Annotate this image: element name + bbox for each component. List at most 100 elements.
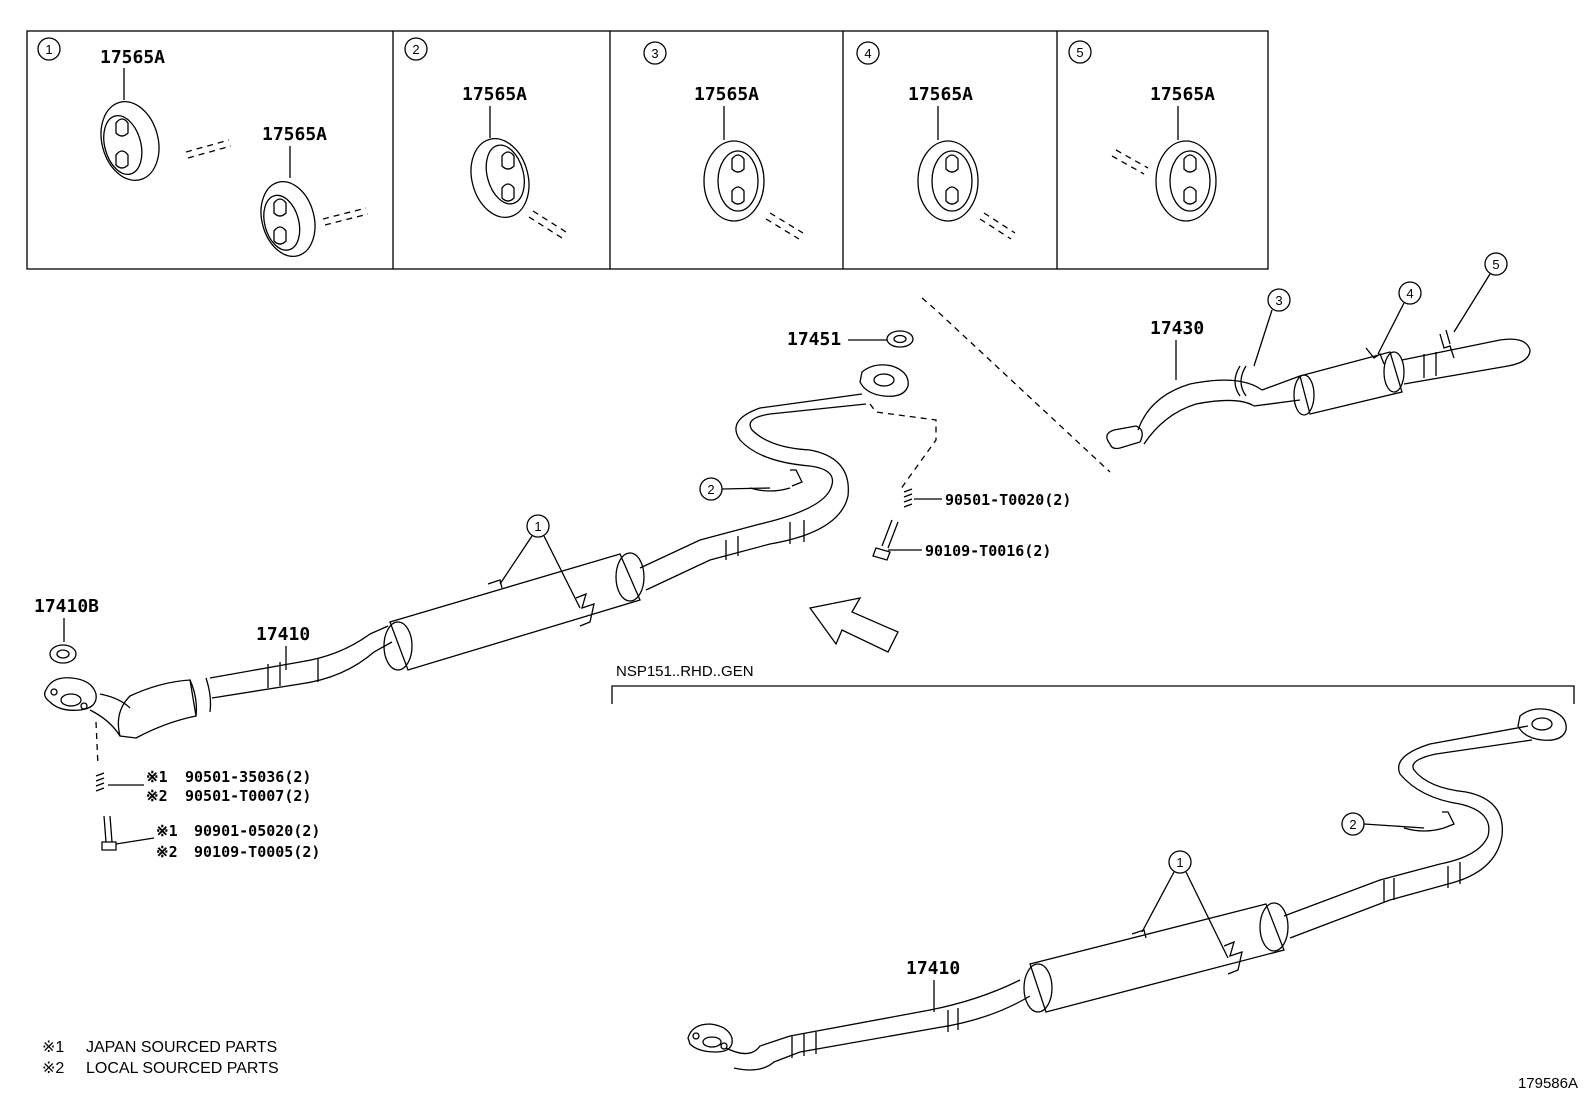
hanger-cushion-icon <box>917 140 979 222</box>
leader-line <box>1363 823 1425 829</box>
tail-pipe-end <box>1401 338 1531 385</box>
panel-number: 4 <box>864 46 871 61</box>
leader-line <box>1253 309 1273 367</box>
note-mark: ※1 <box>156 822 178 840</box>
panel-number-circle <box>37 37 61 61</box>
catalytic-converter <box>89 677 212 739</box>
leader-line <box>543 535 581 609</box>
hanger-rod-icon <box>322 207 369 226</box>
panel-number: 5 <box>1076 45 1083 60</box>
tail-pipe <box>1253 375 1301 407</box>
assembly-dashed-line <box>95 721 99 767</box>
note-mark: ※1 <box>146 768 168 786</box>
tail-pipe <box>1137 379 1263 445</box>
leader-line <box>1377 302 1405 355</box>
center-pipe <box>639 393 867 591</box>
panel-number-circle <box>856 41 880 65</box>
panel-number: 2 <box>412 42 419 57</box>
variant-main-muffler <box>1023 902 1289 1013</box>
callout-circle <box>1484 252 1508 276</box>
part-label-90109-t0005: 90109-T0005(2) <box>194 843 320 861</box>
hanger-bracket <box>1439 329 1455 359</box>
pipe-joint-marks <box>1423 352 1437 378</box>
legend-mark: ※1 <box>42 1039 64 1056</box>
note-mark: ※2 <box>146 787 168 805</box>
part-label-90109-t0016: 90109-T0016(2) <box>925 542 1051 560</box>
inset-frame <box>26 30 1269 270</box>
part-label-90501-t0007: 90501-T0007(2) <box>185 787 311 805</box>
compression-spring-icon <box>95 772 105 792</box>
part-label-17565a: 17565A <box>694 84 759 105</box>
pipe-joint-marks <box>725 520 805 560</box>
hanger-cushion-icon <box>470 138 530 218</box>
part-label-17565a: 17565A <box>1150 84 1215 105</box>
legend-text: LOCAL SOURCED PARTS <box>86 1060 279 1077</box>
leader-line <box>115 837 155 845</box>
part-label-17410b: 17410B <box>34 596 99 617</box>
assembly-dashed-line <box>869 403 937 491</box>
variant-center-flange <box>1517 708 1567 741</box>
hanger-rod-icon <box>528 210 567 239</box>
pipe-joint-marks <box>267 658 319 688</box>
variant-label: NSP151..RHD..GEN <box>616 663 754 680</box>
part-label-90501-35036: 90501-35036(2) <box>185 768 311 786</box>
gasket-17451 <box>886 330 914 348</box>
compression-spring-icon <box>903 488 913 508</box>
assembly-dashed-line <box>921 297 1111 473</box>
callout-number: 3 <box>1275 293 1282 308</box>
sub-muffler <box>1293 351 1405 416</box>
variant-front-flange <box>687 1023 733 1053</box>
callout-circle <box>1168 850 1192 874</box>
tail-flange <box>1106 425 1143 450</box>
front-flange <box>44 677 97 711</box>
hanger-bracket <box>1403 811 1455 832</box>
inset-panel-1: 1 17565A 17565A <box>37 37 369 257</box>
inset-panel-4: 4 17565A <box>856 41 1016 240</box>
figure-id: 179586A <box>1518 1075 1578 1092</box>
hanger-bracket <box>1365 347 1385 365</box>
callout-circle <box>1267 288 1291 312</box>
callout-circle <box>1398 281 1422 305</box>
part-label-90901-05020: 90901-05020(2) <box>194 822 320 840</box>
hanger-rod-icon <box>765 212 804 240</box>
hanger-bracket <box>487 579 595 627</box>
leader-line <box>721 487 771 490</box>
main-muffler <box>383 552 645 671</box>
part-label-17451: 17451 <box>787 329 841 350</box>
hanger-bracket <box>1131 929 1243 975</box>
variant-front-pipe <box>725 979 1031 1071</box>
leader-line <box>1141 871 1175 933</box>
callout-number: 4 <box>1406 286 1413 301</box>
part-label-90501-t0020: 90501-T0020(2) <box>945 491 1071 509</box>
legend-text: JAPAN SOURCED PARTS <box>86 1039 277 1056</box>
bolt-icon <box>872 519 899 561</box>
hanger-cushion-icon <box>703 140 765 222</box>
part-label-17565a: 17565A <box>462 84 527 105</box>
part-label-17410: 17410 <box>906 958 960 979</box>
callout-circle <box>526 514 550 538</box>
inset-panels: 1 17565A 17565A 2 17565A <box>26 30 1269 270</box>
callout-number: 2 <box>1349 817 1356 832</box>
note-mark: ※2 <box>156 843 178 861</box>
part-label-17565a: 17565A <box>262 124 327 145</box>
hanger-rod-icon <box>185 139 232 159</box>
inset-panel-2: 2 17565A <box>404 37 567 239</box>
inset-panel-5: 5 17565A <box>1068 40 1217 222</box>
variant-center-pipe <box>1283 725 1533 939</box>
hanger-rod-icon <box>1111 149 1149 175</box>
hanger-cushion-icon <box>260 181 316 257</box>
inset-panel-3: 3 17565A <box>643 41 804 240</box>
panel-number-circle <box>643 41 667 65</box>
part-label-17565a: 17565A <box>100 47 165 68</box>
part-label-17565a: 17565A <box>908 84 973 105</box>
part-label-17430: 17430 <box>1150 318 1204 339</box>
hanger-rod-icon <box>979 212 1016 240</box>
panel-number: 1 <box>45 42 52 57</box>
leader-line <box>1453 273 1491 333</box>
front-direction-arrow-icon <box>808 597 899 653</box>
variant-exhaust-pipe-assembly <box>687 708 1567 1071</box>
front-exhaust-pipe-assembly <box>44 364 909 739</box>
callout-number: 5 <box>1492 257 1499 272</box>
leader-line <box>1185 871 1229 959</box>
